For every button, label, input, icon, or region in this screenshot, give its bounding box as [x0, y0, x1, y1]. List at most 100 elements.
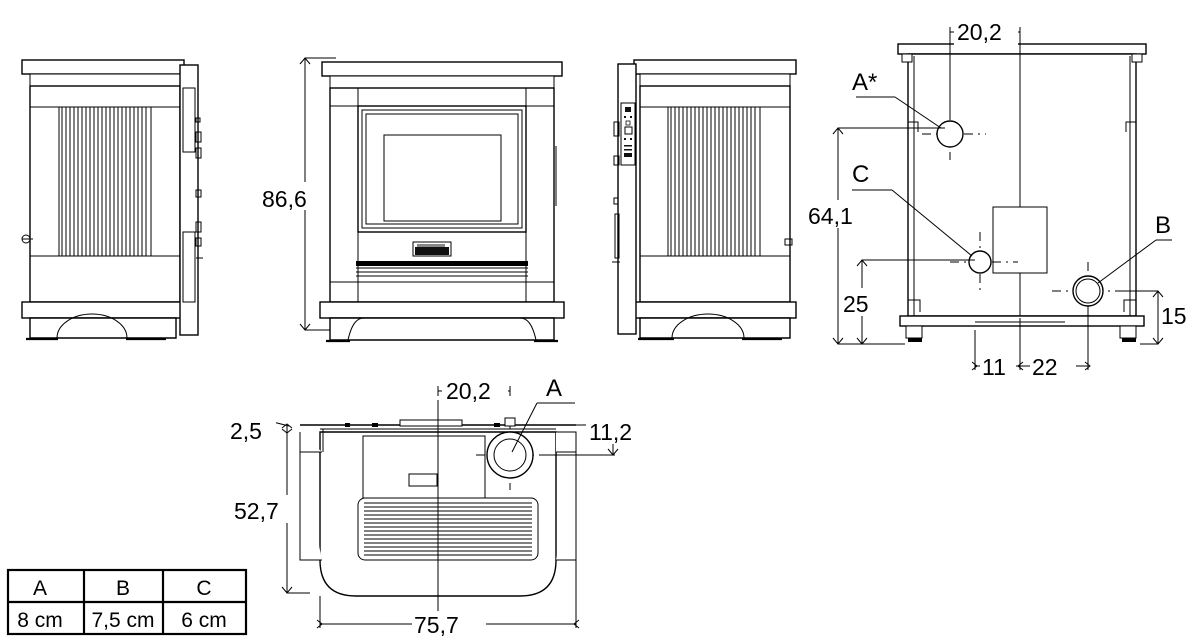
dim-rear-64-1-label: 64,1 [808, 203, 853, 229]
dim-plan-11-2-label: 11,2 [589, 419, 632, 445]
rear-foot-left-pad [908, 338, 922, 342]
r-side-fittings [612, 121, 620, 263]
rear-notch-right-lower [1123, 299, 1136, 312]
rib-lines [61, 107, 147, 256]
r-rib-lines [670, 107, 756, 256]
legend-value-c: 6 cm [181, 609, 227, 632]
front-base-block [329, 317, 555, 341]
front-elevation [319, 61, 565, 343]
plan-rear-tab-mid [372, 423, 378, 427]
hole-b-inner [1075, 278, 1101, 304]
plan-inner-handle [408, 473, 438, 487]
plan-grille-lines [364, 502, 532, 556]
dimension-plan-2-5: 2,5 [228, 418, 293, 444]
dimension-plan-11-2: 11,2 [546, 416, 648, 456]
dim-plan-2-5-label: 2,5 [230, 418, 262, 444]
plan-wing-left-lower [299, 452, 322, 561]
dimension-rear-15: 15 [1120, 290, 1188, 345]
rear-notch-right-upper [1125, 121, 1136, 132]
ribbed-panel [58, 106, 152, 257]
top-plan-view [299, 400, 577, 616]
left-side-elevation [21, 59, 203, 341]
hole-a-star [936, 120, 964, 148]
rear-top-cap [897, 43, 1147, 55]
dim-plan-52-7-label: 52,7 [234, 498, 279, 524]
door-glass [383, 134, 502, 222]
dim-plan-20-2-label: 20,2 [446, 378, 491, 404]
front-top-cap [321, 61, 563, 77]
rear-notch-left-lower [908, 299, 921, 312]
r-base-block [639, 317, 791, 339]
hole-c [968, 250, 992, 274]
base-foot-block [29, 317, 177, 339]
dim-rear-20-2-label: 20,2 [957, 19, 1002, 45]
front-foot-curve-right [519, 317, 537, 341]
plan-rear-tab-left [345, 423, 350, 427]
plan-inner-plate [362, 435, 486, 499]
callout-b: B [1097, 212, 1172, 284]
right-side-elevation [612, 59, 797, 341]
r-side-latch-icon [784, 238, 793, 246]
dim-rear-15-label: 15 [1161, 303, 1187, 329]
plan-grille-panel [357, 497, 539, 561]
plan-wing-right-upper [556, 431, 577, 453]
legend-value-b: 7,5 cm [91, 609, 154, 632]
plan-a-connector [504, 417, 516, 427]
hinge-upper-plate [182, 87, 196, 153]
hinge-lower-plate [182, 231, 196, 303]
callout-a-label: A [546, 375, 562, 402]
plan-rear-hump [399, 419, 463, 427]
front-top-cap-lower [329, 75, 555, 89]
rear-elevation [897, 43, 1147, 342]
top-cap [21, 59, 185, 75]
rear-junction-box [992, 206, 1048, 274]
brand-logo-icon [412, 241, 452, 257]
r-top-cap [633, 59, 797, 75]
dimension-rear-64-1: 64,1 [806, 127, 945, 345]
r-base-arch [671, 313, 745, 339]
rear-foot-left [905, 325, 923, 339]
dimension-rear-11-22: 11 22 [971, 306, 1091, 380]
legend-header-b: B [116, 577, 130, 600]
callout-c: C [852, 161, 973, 257]
callout-a: A [511, 375, 575, 453]
hearth-ledge-dark [356, 261, 528, 266]
dimension-rear-20-2: 20,2 [949, 18, 1021, 120]
rear-shoulder-left [901, 53, 913, 63]
control-panel-icons [624, 107, 633, 157]
legend-value-a: 8 cm [17, 609, 63, 632]
rear-foot-right [1119, 325, 1137, 339]
legend-header-c: C [196, 577, 211, 600]
plan-hole-a-inner [493, 438, 527, 472]
dimension-plan-20-2: 20,2 [437, 377, 511, 405]
side-small-fittings [195, 117, 203, 259]
plan-rear-tab-right [494, 423, 500, 427]
top-cap-lower [29, 73, 181, 87]
rear-notch-left-upper [908, 121, 919, 132]
dim-rear-25-label: 25 [843, 291, 869, 317]
callout-c-label: C [852, 161, 869, 188]
dim-rear-11-label: 11 [982, 354, 1006, 380]
callout-b-label: B [1155, 212, 1171, 239]
legend-table: A B C 8 cm 7,5 cm 6 cm [6, 568, 248, 636]
r-ribbed-panel [667, 106, 761, 257]
front-foot-curve-left [347, 317, 365, 341]
dim-height-total-label: 86,6 [262, 186, 307, 212]
r-base-plinth [633, 301, 797, 319]
dimension-plan-52-7: 52,7 [232, 432, 310, 594]
rear-base-plinth [899, 315, 1145, 327]
legend-header-a: A [33, 577, 47, 600]
rear-body [907, 53, 1137, 317]
dimension-rear-25: 25 [840, 259, 975, 345]
front-base-plinth [319, 301, 565, 319]
callout-a-star-label: A* [852, 69, 877, 96]
base-arch-cutout [56, 313, 128, 339]
dimension-plan-75-7: 75,7 [316, 560, 580, 639]
dim-plan-75-7-label: 75,7 [414, 612, 459, 638]
callout-a-star: A* [852, 69, 942, 129]
hole-b-outer [1072, 275, 1104, 307]
rear-shoulder-right [1131, 53, 1143, 63]
dim-rear-22-label: 22 [1032, 354, 1058, 380]
